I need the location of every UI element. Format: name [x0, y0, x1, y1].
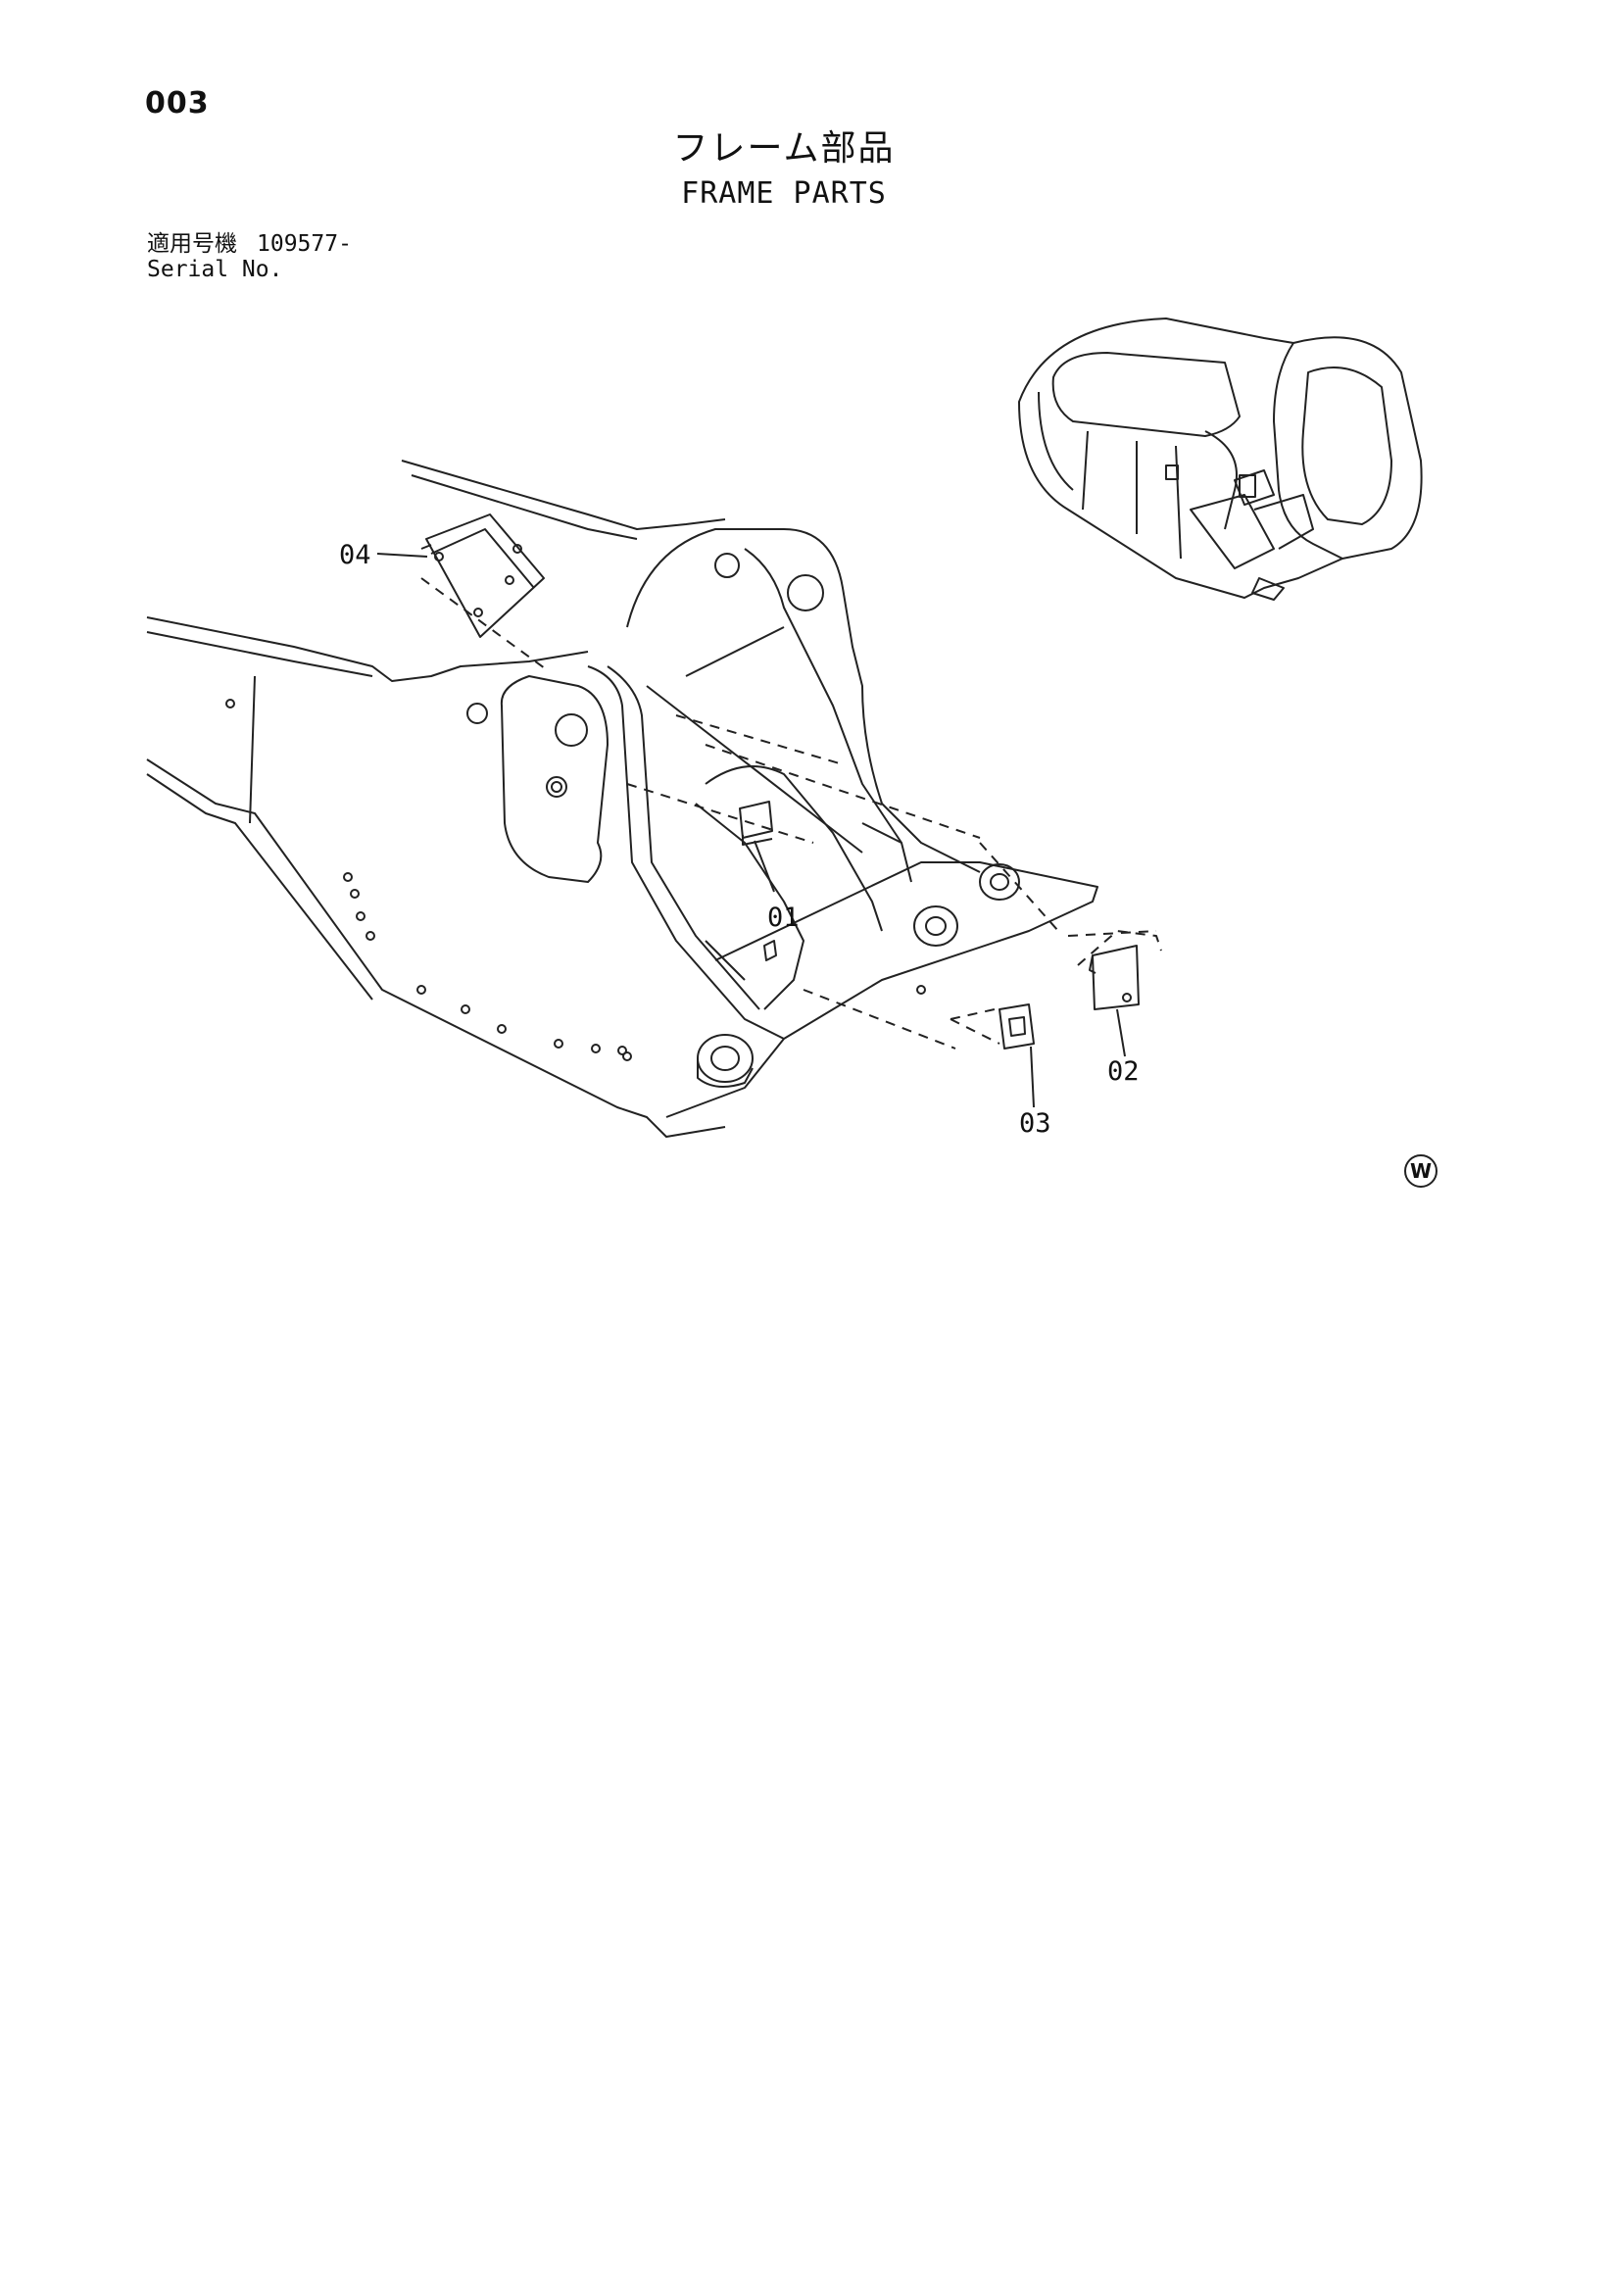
serial-row: 適用号機 109577-: [147, 231, 352, 257]
machine-overview-illustration: [1018, 318, 1423, 601]
main-frame-illustration: [146, 460, 1157, 1138]
w-circle-mark: W: [1404, 1154, 1437, 1188]
part-01-plate: [739, 801, 777, 961]
part-04-plate: [420, 513, 545, 638]
callout-01: 01: [767, 903, 800, 933]
page-title-english: FRAME PARTS: [681, 176, 887, 211]
page-number: 003: [145, 86, 210, 121]
callout-03: 03: [1019, 1108, 1051, 1139]
callout-04: 04: [339, 540, 371, 570]
title-block: フレーム部品 FRAME PARTS: [549, 127, 1019, 214]
part-02-plate: [1077, 930, 1162, 1010]
serial-info: 適用号機 109577- Serial No.: [147, 231, 352, 282]
frame-parts-drawing: 04 01 02 03: [146, 318, 1423, 1139]
serial-number-value: 109577-: [257, 231, 352, 257]
serial-label-english: Serial No.: [147, 257, 283, 282]
page-title-japanese: フレーム部品: [672, 128, 896, 169]
serial-label-japanese: 適用号機: [147, 231, 237, 257]
callout-02: 02: [1107, 1056, 1140, 1087]
part-03-plate: [950, 1003, 1035, 1050]
